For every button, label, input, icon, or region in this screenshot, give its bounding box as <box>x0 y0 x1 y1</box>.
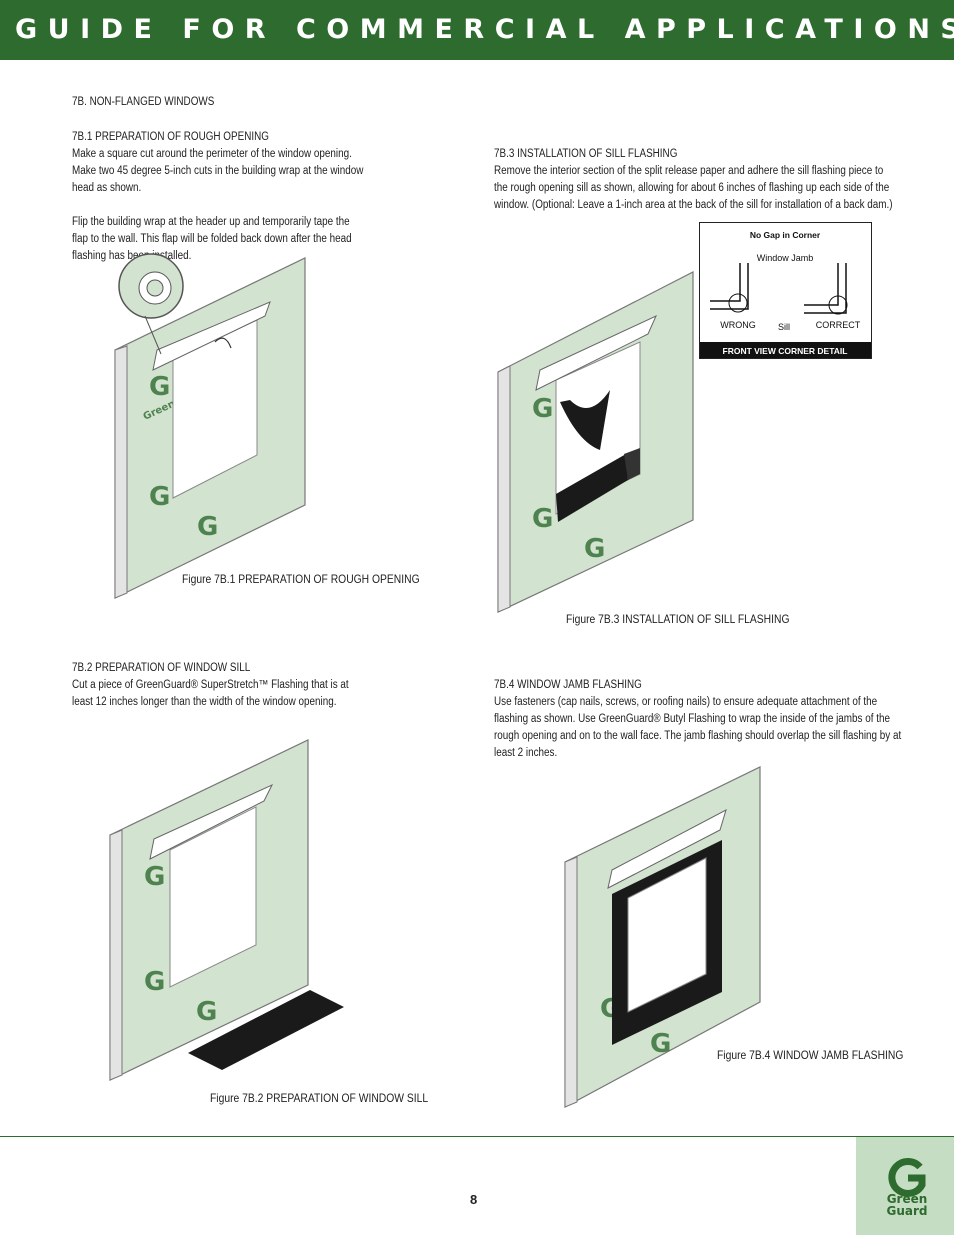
section-7b2-heading: 7B.2 PREPARATION OF WINDOW SILL <box>72 662 251 674</box>
section-7b2-text: 7B.2 PREPARATION OF WINDOW SILL Cut a pi… <box>72 660 364 711</box>
svg-text:G: G <box>532 394 553 424</box>
wall-brand-g: G <box>149 482 170 512</box>
greenguard-logo: Green Guard <box>856 1137 954 1235</box>
section-7b3-heading: 7B.3 INSTALLATION OF SILL FLASHING <box>494 148 678 160</box>
corner-detail-sill-label: Sill <box>778 322 790 332</box>
svg-text:G: G <box>144 862 165 892</box>
section-7b4-heading: 7B.4 WINDOW JAMB FLASHING <box>494 679 642 691</box>
figure-7b1-caption: Figure 7B.1 PREPARATION OF ROUGH OPENING <box>182 572 420 586</box>
section-7b3-para1: Remove the interior section of the split… <box>494 165 893 211</box>
section-7b4-para1: Use fasteners (cap nails, screws, or roo… <box>494 696 902 759</box>
section-7b1-heading: 7B.1 PREPARATION OF ROUGH OPENING <box>72 131 269 143</box>
page-header: GUIDE FOR COMMERCIAL APPLICATIONS <box>0 0 954 60</box>
section-7b1-para1: Make a square cut around the perimeter o… <box>72 148 364 194</box>
page-title: GUIDE FOR COMMERCIAL APPLICATIONS <box>15 14 954 45</box>
figure-7b4-caption: Figure 7B.4 WINDOW JAMB FLASHING <box>717 1048 904 1062</box>
section-7b1-text: 7B.1 PREPARATION OF ROUGH OPENING Make a… <box>72 129 364 265</box>
section-7b3-text: 7B.3 INSTALLATION OF SILL FLASHING Remov… <box>494 146 898 214</box>
corner-detail-wrong-label: WRONG <box>720 320 756 330</box>
corner-detail-footer: FRONT VIEW CORNER DETAIL <box>723 346 848 356</box>
svg-text:G: G <box>584 534 605 564</box>
figure-7b3-caption: Figure 7B.3 INSTALLATION OF SILL FLASHIN… <box>566 612 790 626</box>
figure-7b1-illustration: G Green G G <box>114 253 306 599</box>
svg-text:G: G <box>196 997 217 1027</box>
svg-text:G: G <box>650 1029 671 1059</box>
section-7b1-para2: Flip the building wrap at the header up … <box>72 216 352 262</box>
section-heading: 7B. NON-FLANGED WINDOWS <box>72 96 215 108</box>
corner-detail-jamb-label: Window Jamb <box>757 253 814 263</box>
svg-text:G: G <box>144 967 165 997</box>
figure-7b2-caption: Figure 7B.2 PREPARATION OF WINDOW SILL <box>210 1091 429 1105</box>
wall-brand-g: G <box>197 512 218 542</box>
logo-text-line1: Green <box>887 1192 928 1206</box>
wall-brand-g: G <box>149 372 170 402</box>
section-7b2-para1: Cut a piece of GreenGuard® SuperStretch™… <box>72 679 349 708</box>
corner-detail-box: No Gap in Corner Window Jamb WRONG Sill … <box>699 222 872 359</box>
section-7b4-text: 7B.4 WINDOW JAMB FLASHING Use fasteners … <box>494 677 903 762</box>
figure-7b2-illustration: G G G <box>109 739 344 1081</box>
corner-detail-correct-label: CORRECT <box>816 320 861 330</box>
figure-7b4-illustration: G G <box>564 766 761 1109</box>
figure-7b3-illustration: G G G <box>497 271 694 613</box>
page-number: 8 <box>470 1192 478 1207</box>
logo-text-line2: Guard <box>887 1204 928 1218</box>
footer-divider <box>0 1136 954 1137</box>
corner-detail-title: No Gap in Corner <box>750 230 821 240</box>
svg-text:G: G <box>532 504 553 534</box>
